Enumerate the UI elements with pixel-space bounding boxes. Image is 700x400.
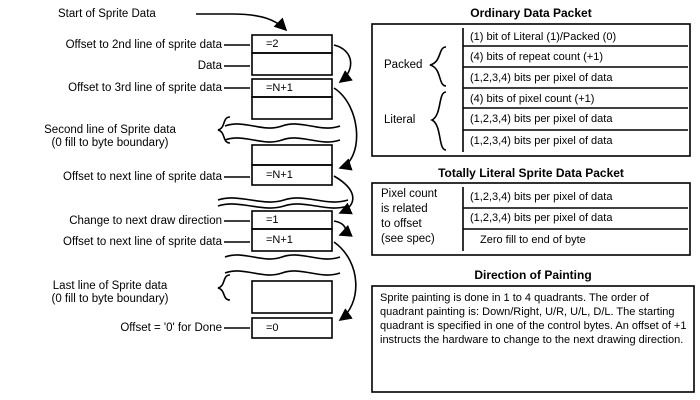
literal-side-text: is related (381, 203, 428, 215)
cell-value-change-direction: =1 (266, 214, 279, 226)
label-last-fill: (0 fill to byte boundary) (51, 293, 169, 305)
cell-value-offset-next-2: =N+1 (266, 234, 293, 246)
brace (217, 274, 231, 301)
literal-packet-title: Totally Literal Sprite Data Packet (438, 166, 624, 180)
arrow-offset-next-2 (333, 241, 357, 321)
ordinary-row: (4) bits of pixel count (+1) (470, 93, 595, 105)
label-offset-next-line-1: Offset to next line of sprite data (63, 171, 222, 183)
ordinary-packet-title: Ordinary Data Packet (470, 6, 592, 20)
direction-text: Sprite painting is done in 1 to 4 quadra… (380, 292, 687, 346)
label-start-of-sprite-data: Start of Sprite Data (58, 8, 156, 20)
direction-box (371, 285, 695, 393)
wave-break (224, 254, 341, 260)
change-direction-cell (251, 210, 333, 230)
literal-side-text: Pixel count (381, 188, 438, 200)
offset-next-cell-2 (251, 228, 333, 252)
brace-packed (429, 46, 447, 87)
label-offset-2nd-line: Offset to 2nd line of sprite data (65, 39, 222, 51)
offset-next-cell-1 (251, 164, 333, 186)
ordinary-packet-box (371, 23, 691, 157)
ordinary-row: (1) bit of Literal (1)/Packed (0) (470, 31, 617, 43)
brace-literal (430, 91, 447, 151)
label-change-direction: Change to next draw direction (69, 215, 222, 227)
label-last-line: Last line of Sprite data (52, 280, 168, 292)
ordinary-row: (4) bits of repeat count (+1) (470, 51, 603, 63)
packed-label: Packed (384, 59, 423, 71)
second-line-end (251, 144, 333, 166)
cell-value-offset-2: =2 (266, 38, 279, 50)
ordinary-row: (1,2,3,4) bits per pixel of data (470, 135, 613, 147)
label-second-fill: (0 fill to byte boundary) (51, 137, 169, 149)
second-line-start (251, 96, 333, 120)
wave-break (217, 197, 349, 203)
label-second-line: Second line of Sprite data (44, 124, 176, 136)
done-cell (251, 317, 333, 339)
cell-value-done: =0 (266, 322, 279, 334)
label-offset-done: Offset = '0' for Done (120, 322, 222, 334)
literal-side-text: (see spec) (381, 233, 435, 245)
wave-break (224, 123, 341, 129)
ordinary-row: (1,2,3,4) bits per pixel of data (470, 72, 613, 84)
offset-2nd-cell (251, 34, 333, 54)
literal-row: (1,2,3,4) bits per pixel of data (470, 191, 613, 203)
arrow-offset-next-1 (333, 175, 354, 215)
wave-break (224, 270, 341, 276)
last-line-end (251, 280, 333, 314)
literal-packet-box (371, 182, 691, 256)
literal-row: (1,2,3,4) bits per pixel of data (470, 212, 613, 224)
wave-break (217, 203, 349, 209)
literal-row: Zero fill to end of byte (480, 234, 586, 246)
arrow-start (231, 13, 288, 32)
direction-title: Direction of Painting (474, 268, 592, 282)
cell-value-offset-3: =N+1 (266, 82, 293, 94)
label-data: Data (197, 60, 222, 72)
literal-label: Literal (384, 114, 416, 126)
label-offset-3rd-line: Offset to 3rd line of sprite data (68, 82, 222, 94)
label-offset-next-line-2: Offset to next line of sprite data (63, 236, 222, 248)
literal-side-text: to offset (381, 218, 422, 230)
brace (217, 116, 231, 144)
arrow-change-direction (333, 220, 353, 237)
cell-value-offset-next-1: =N+1 (266, 169, 293, 181)
arrow-offset-3 (333, 87, 358, 171)
data-cell (251, 52, 333, 76)
wave-break (224, 137, 341, 143)
ordinary-row: (1,2,3,4) bits per pixel of data (470, 113, 613, 125)
arrow-offset-2 (333, 44, 353, 83)
